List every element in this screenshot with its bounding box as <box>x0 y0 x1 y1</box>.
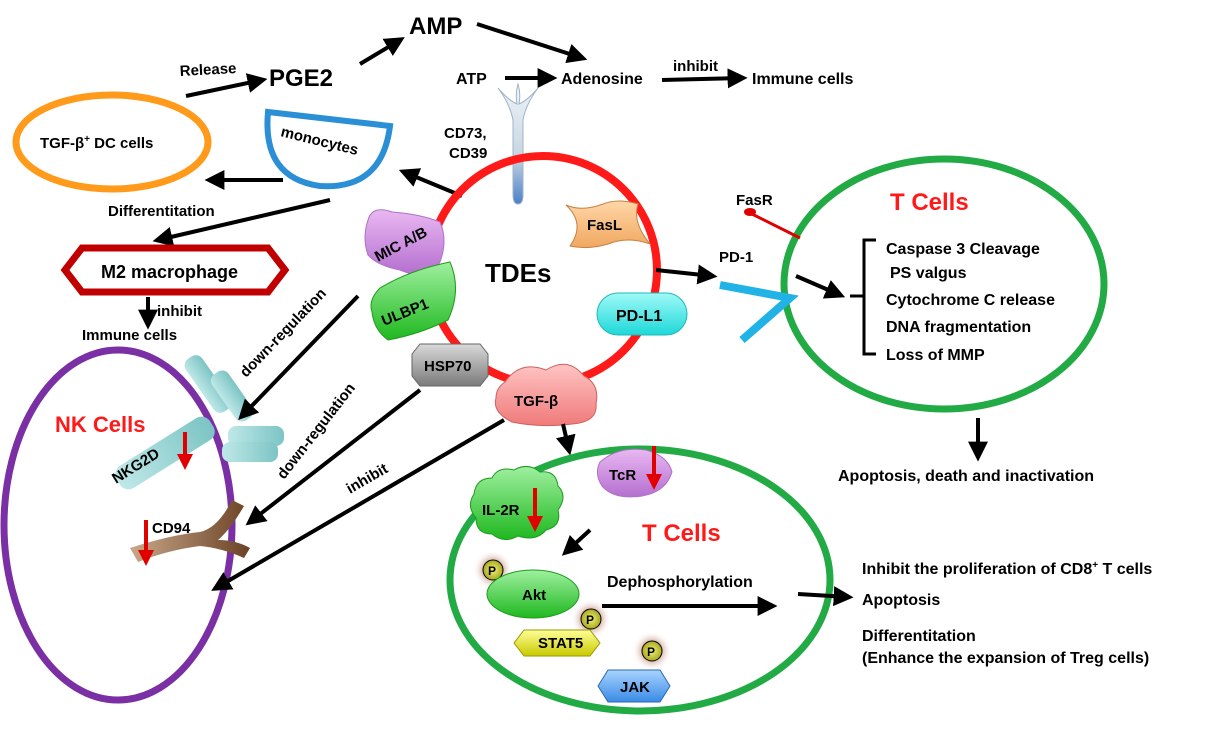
tcell-right-effects-list: Caspase 3 Cleavage PS valgus Cytochrome … <box>886 241 1055 364</box>
pdl1-label: PD-L1 <box>616 308 662 325</box>
amp-label: AMP <box>409 13 462 40</box>
down-regulation-1-label: down-regulation <box>237 285 330 381</box>
cd94-receptor-icon <box>130 500 250 562</box>
tde-to-tcell-right-arrow <box>655 264 718 285</box>
tgf-dc-label: TGF-β+ DC cells <box>40 134 153 152</box>
akt-icon <box>486 569 580 619</box>
tgf-to-nk-arrow <box>211 418 506 591</box>
cd39-label: CD39 <box>449 145 487 162</box>
receptor-to-effects-arrow <box>795 274 846 299</box>
tgf-beta-ligand-icon <box>494 363 598 427</box>
tde-to-monocyte-arrow <box>398 168 463 198</box>
effect-item: Caspase 3 Cleavage <box>886 241 1040 258</box>
tcr-label: TcR <box>609 467 636 484</box>
tgf-beta-label: TGF-β <box>514 393 558 410</box>
outcome-item: Apoptosis <box>862 592 940 609</box>
mic-ulbp-to-nkg2d-arrow <box>238 294 360 421</box>
hsp70-to-cd94-arrow <box>245 388 422 526</box>
cd73-label: CD73, <box>444 125 487 142</box>
differentiation-left-label: Differentitation <box>108 203 215 220</box>
down-regulation-2-label: down-regulation <box>274 380 359 482</box>
jak-phospho-icon <box>641 640 663 662</box>
jak-box <box>597 669 671 703</box>
immune-cells-top-label: Immune cells <box>752 71 853 88</box>
effect-item: Loss of MMP <box>886 347 985 364</box>
il2r-label: IL-2R <box>482 502 520 519</box>
adenosine-inhibit-arrow <box>661 68 748 89</box>
jak-phospho-label: P <box>647 645 655 659</box>
effect-item: PS valgus <box>890 265 967 282</box>
tgf-to-tcell-bottom-arrow <box>556 423 576 456</box>
fasr-label: FasR <box>736 192 773 209</box>
m2-macrophage-label: M2 macrophage <box>101 262 238 282</box>
akt-label: Akt <box>522 587 546 604</box>
outcome-item: Inhibit the proliferation of CD8+ T cell… <box>862 560 1152 578</box>
monocytes-label: monocytes <box>279 123 360 159</box>
fasr-receptor-icon <box>744 208 756 216</box>
pd1-receptor-icon <box>719 281 799 344</box>
effect-item: DNA fragmentation <box>886 319 1031 336</box>
pd1-label: PD-1 <box>719 249 753 266</box>
release-arrow <box>185 73 268 98</box>
ulbp1-ligand-icon <box>370 261 456 341</box>
apoptosis-right-label: Apoptosis, death and inactivation <box>838 468 1094 485</box>
jak-label: JAK <box>620 679 650 696</box>
inhibit-top-label: inhibit <box>673 58 718 75</box>
stat5-phospho-label: P <box>586 613 594 627</box>
stat5-phospho-icon <box>580 608 602 630</box>
mic-ab-ligand-icon <box>364 209 445 275</box>
akt-phospho-label: P <box>488 564 496 578</box>
amp-to-adenosine-arrow <box>476 22 588 64</box>
pge2-to-amp-arrow <box>358 37 405 66</box>
tdes-label: TDEs <box>485 258 551 288</box>
monocyte-cell <box>264 108 394 190</box>
cd73-cd39-receptor-icon <box>497 82 539 205</box>
fasl-label: FasL <box>587 217 622 234</box>
effect-item: Cytochrome C release <box>886 292 1055 309</box>
hsp70-box <box>411 343 489 387</box>
tcell-bottom-outcome-arrow <box>797 586 854 607</box>
stat5-box <box>513 629 601 657</box>
fasl-ligand-icon <box>565 200 652 249</box>
release-label: Release <box>179 60 237 80</box>
outcome-item: Differentitation <box>862 628 976 645</box>
tcells-bottom-title: T Cells <box>642 520 721 547</box>
monocyte-to-m2-arrow <box>152 198 331 247</box>
nk-cells-title: NK Cells <box>55 412 145 437</box>
immune-cells-m2-label: Immune cells <box>82 327 177 344</box>
pdl1-box <box>596 292 688 336</box>
tcells-right-title: T Cells <box>890 189 969 216</box>
pge2-label: PGE2 <box>269 65 333 92</box>
receptor-to-akt-arrow <box>561 528 592 556</box>
akt-phospho-icon <box>482 559 504 581</box>
m2-macrophage-box <box>60 244 290 296</box>
tcell-right-ring <box>780 155 1108 413</box>
tcell-bottom-outcomes: Inhibit the proliferation of CD8+ T cell… <box>862 560 1152 667</box>
adenosine-label: Adenosine <box>561 71 643 88</box>
tgf-dc-cell <box>12 91 212 193</box>
nk-cell-ring <box>0 346 236 704</box>
dephosphorylation-label: Dephosphorylation <box>607 574 753 591</box>
cd94-label: CD94 <box>152 520 191 537</box>
effects-brace <box>862 238 876 356</box>
stat5-label: STAT5 <box>538 635 583 652</box>
fasr-receptor-stalk <box>751 212 801 240</box>
outcome-item: (Enhance the expansion of Treg cells) <box>862 650 1149 667</box>
atp-label: ATP <box>456 71 487 88</box>
inhibit-m2-label: inhibit <box>157 303 202 320</box>
hsp70-label: HSP70 <box>424 358 472 375</box>
